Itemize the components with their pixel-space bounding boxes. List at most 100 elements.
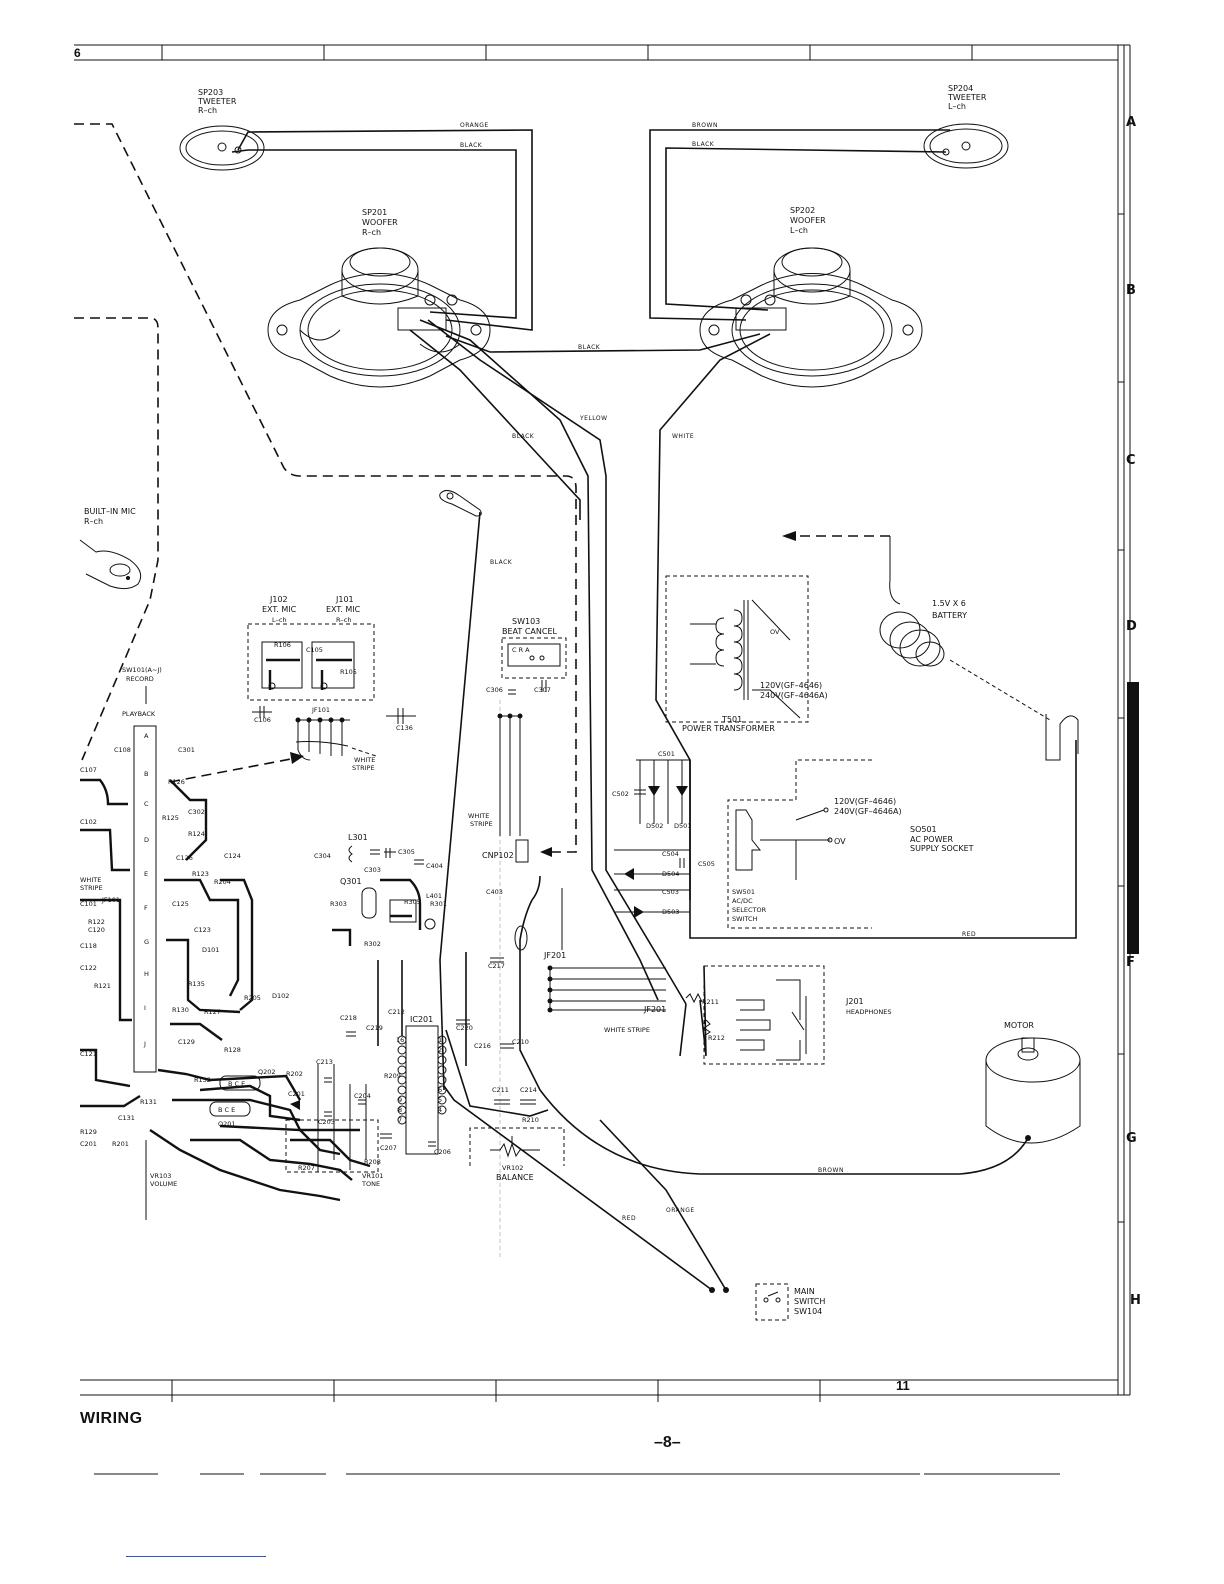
ic-area-wires <box>346 952 549 1147</box>
so501-voltage-240: 240V(GF–4646A) <box>834 807 902 816</box>
playback-label: PLAYBACK <box>122 710 156 718</box>
wafer-pin-i: I <box>144 1004 146 1012</box>
r125-label: R125 <box>162 814 179 822</box>
main-switch-leads <box>443 1085 729 1293</box>
j102-desc: EXT. MIC <box>262 605 297 614</box>
c307-cap <box>541 680 547 692</box>
r212-label: R212 <box>708 1034 725 1042</box>
grid-row-g: G <box>1126 1131 1137 1146</box>
sp203-label: SP203 <box>198 88 223 97</box>
jf101-label: JF101 <box>311 706 330 714</box>
c107-label: C107 <box>80 766 97 774</box>
sp203-channel: R–ch <box>198 106 217 115</box>
sw501-desc1: AC/DC <box>732 897 753 905</box>
r122-label: R122 <box>88 918 105 926</box>
d102-label: D102 <box>272 992 289 1000</box>
sp202-channel: L–ch <box>790 226 808 235</box>
j102-ref: J102 <box>269 595 288 604</box>
record-pcb <box>80 725 371 1202</box>
hyperlink-underline[interactable] <box>126 1556 266 1557</box>
c502-label-b: D502 <box>646 822 663 830</box>
woofer-sp201 <box>267 247 491 388</box>
wafer-pin-f: F <box>144 904 148 912</box>
ic201-label: IC201 <box>410 1015 433 1024</box>
grid-row-f: F <box>1126 955 1135 970</box>
c304-label: C304 <box>314 852 331 860</box>
cnp102-label: CNP102 <box>482 851 514 860</box>
r130-label: R130 <box>172 1006 189 1014</box>
c201-label: C201 <box>80 1140 97 1148</box>
c207-label: C207 <box>380 1144 397 1152</box>
wire-label-yellow: YELLOW <box>579 415 608 422</box>
j102-channel: L–ch <box>272 616 287 624</box>
grid-row-e: E <box>1126 787 1135 802</box>
jf201-connector <box>547 888 666 1013</box>
ic201-left-pins <box>397 1035 447 1125</box>
c504-label: C504 <box>662 850 679 858</box>
motor-label: MOTOR <box>1004 1021 1034 1030</box>
main-switch-sw104 <box>755 1283 789 1321</box>
q201-bce: B C E <box>218 1106 235 1114</box>
so501-ov: OV <box>834 837 846 846</box>
builtin-mic-channel: R–ch <box>84 517 103 526</box>
sp202-label: SP202 <box>790 206 815 215</box>
sp204-type: TWEETER <box>947 93 987 102</box>
c212-label: C212 <box>388 1008 405 1016</box>
record-pcb-labels: C107 C108 C301 R126 C302 R125 R124 C126 … <box>80 746 289 1148</box>
r210-label: R210 <box>522 1116 539 1124</box>
wire-label-black-vertical: BLACK <box>490 559 513 566</box>
r135-label: R135 <box>188 980 205 988</box>
grid-row-labels: A B C D E F G H <box>1126 115 1141 1308</box>
r301-label: R301 <box>430 900 447 908</box>
c136-label: C136 <box>396 724 413 732</box>
d503-label: D503 <box>662 908 679 916</box>
c105-label: C105 <box>306 646 323 654</box>
thumb-index-tab <box>1127 682 1139 954</box>
c306-cap <box>508 689 516 695</box>
vr102-desc: BALANCE <box>496 1173 534 1182</box>
c131-label: C131 <box>118 1114 135 1122</box>
r121-label: R121 <box>94 982 111 990</box>
c302-label: C302 <box>188 808 205 816</box>
white-stripe-label-2: WHITE <box>468 812 489 820</box>
t501-desc: POWER TRANSFORMER <box>682 724 775 733</box>
d504-label: D504 <box>662 870 679 878</box>
r123-label: R123 <box>192 870 209 878</box>
sw104-line1: MAIN <box>794 1287 815 1296</box>
vr102-balance <box>469 1127 565 1166</box>
wire-ferrite <box>514 925 528 951</box>
r302-label: R302 <box>364 940 381 948</box>
battery-label: BATTERY <box>932 611 967 620</box>
wire-label-orange-bottom: ORANGE <box>666 1207 695 1214</box>
c106-label: C106 <box>254 716 271 724</box>
l401-label: L401 <box>426 892 442 900</box>
vr101-ref: VR101 <box>362 1172 383 1180</box>
sw501-desc3: SWITCH <box>732 915 758 923</box>
wire-label-brown-top: BROWN <box>692 122 718 129</box>
white-stripe-label-1b: STRIPE <box>352 764 375 772</box>
ground-lug <box>439 490 482 1091</box>
sw101-desc: RECORD <box>126 675 154 683</box>
speaker-wires <box>231 129 950 1005</box>
sp201-label: SP201 <box>362 208 387 217</box>
j201-desc: HEADPHONES <box>846 1008 891 1016</box>
wire-label-black-mid: BLACK <box>578 344 601 351</box>
t501-ov: OV <box>770 628 780 636</box>
q202-label: Q202 <box>258 1068 276 1076</box>
j101-channel: R–ch <box>336 616 351 624</box>
wire-label-red-bottom: RED <box>622 1215 636 1222</box>
grid-row-c: C <box>1126 453 1136 468</box>
c303-label: C303 <box>364 866 381 874</box>
so501-ref: SO501 <box>910 825 937 834</box>
c101-label: C101 <box>80 900 97 908</box>
r202-label: R202 <box>286 1070 303 1078</box>
so501-desc2: SUPPLY SOCKET <box>910 844 974 853</box>
c203-label: C203 <box>318 1118 335 1126</box>
sp201-type: WOOFER <box>362 218 398 227</box>
r201-label: R201 <box>112 1140 129 1148</box>
battery-spring <box>879 536 1051 721</box>
wafer-pin-a: A <box>144 732 149 740</box>
white-stripe-left-1: WHITE <box>80 876 101 884</box>
d501-label: D501 <box>674 822 691 830</box>
grid-row-b: B <box>1126 283 1136 298</box>
